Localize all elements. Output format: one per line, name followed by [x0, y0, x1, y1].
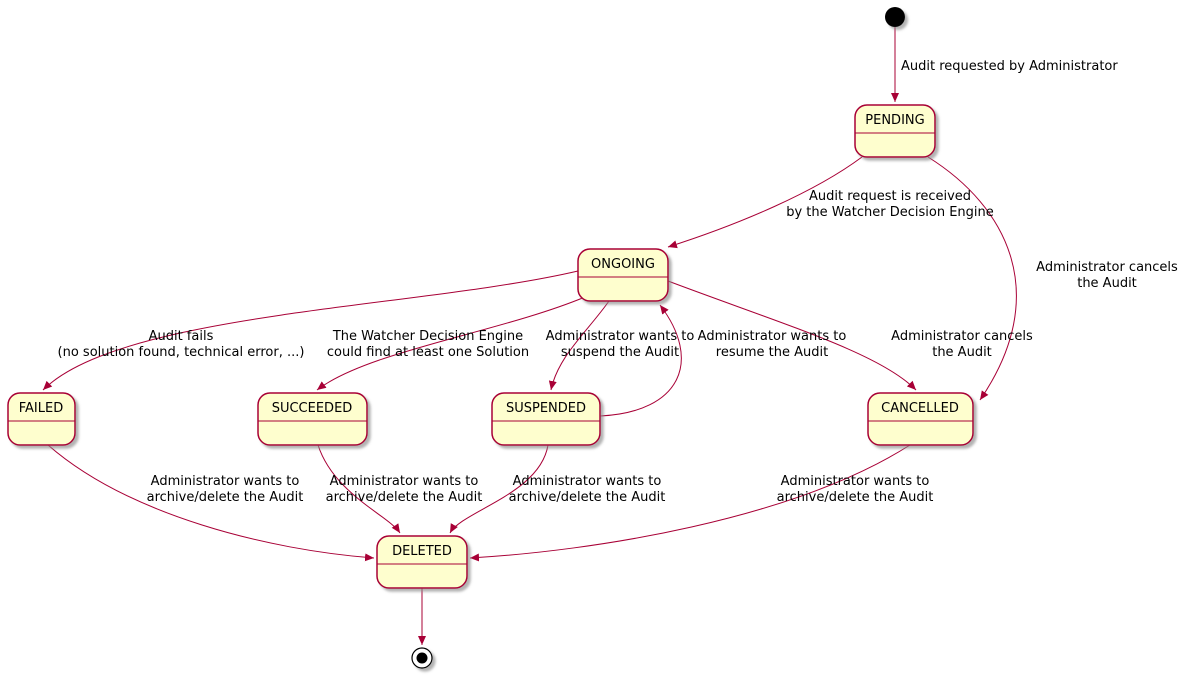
label-failed-to-deleted-line1: Administrator wants to: [151, 474, 300, 489]
initial-state-node: [885, 7, 905, 27]
state-suspended-box: [491, 392, 601, 446]
state-ongoing: ONGOING: [577, 248, 669, 302]
transition-pending-to-ongoing-arrow: [667, 156, 863, 249]
transition-suspended-to-deleted-arrow: [449, 444, 549, 534]
label-ongoing-to-failed-line1: Audit fails: [149, 329, 214, 344]
label-ongoing-to-cancelled-line1: Administrator cancels: [891, 329, 1033, 344]
state-pending: PENDING: [854, 104, 936, 158]
label-suspended-to-deleted-line2: archive/delete the Audit: [509, 490, 666, 505]
state-succeeded: SUCCEEDED: [257, 392, 368, 446]
transition-ongoing-to-cancelled-arrow: [667, 280, 917, 391]
transition-ongoing-to-succeeded-arrow: [316, 296, 586, 391]
state-succeeded-label: SUCCEEDED: [272, 401, 353, 416]
transitions-layer: [42, 27, 1017, 645]
transition-cancelled-to-deleted-arrow: [469, 444, 911, 562]
label-pending-to-cancelled-line2: the Audit: [1077, 276, 1137, 291]
state-failed-box: [7, 392, 76, 446]
state-cancelled-box: [867, 392, 974, 446]
state-failed-label: FAILED: [19, 401, 63, 416]
transition-failed-to-deleted-arrow: [47, 444, 375, 562]
state-deleted: DELETED: [376, 535, 468, 589]
transition-succeeded-to-deleted-arrow: [317, 444, 401, 534]
final-state-inner-circle: [416, 652, 428, 664]
label-ongoing-to-failed-line2: (no solution found, technical error, ...…: [58, 345, 305, 360]
state-failed: FAILED: [7, 392, 76, 446]
label-ongoing-to-suspended-line1: Administrator wants to: [546, 329, 695, 344]
label-succeeded-to-deleted-line2: archive/delete the Audit: [326, 490, 483, 505]
state-pending-box: [854, 104, 936, 158]
label-ongoing-to-succeeded-line2: could find at least one Solution: [327, 345, 529, 360]
transition-pending-to-cancelled-arrow: [927, 156, 1017, 401]
state-cancelled: CANCELLED: [867, 392, 974, 446]
label-succeeded-to-deleted-line1: Administrator wants to: [330, 474, 479, 489]
label-suspended-to-ongoing-line2: resume the Audit: [716, 345, 828, 360]
label-cancelled-to-deleted-line2: archive/delete the Audit: [777, 490, 934, 505]
label-ongoing-to-succeeded-line1: The Watcher Decision Engine: [332, 329, 523, 344]
label-pending-to-ongoing-line1: Audit request is received: [809, 189, 971, 204]
state-succeeded-box: [257, 392, 368, 446]
state-ongoing-box: [577, 248, 669, 302]
label-ongoing-to-suspended-line2: suspend the Audit: [561, 345, 679, 360]
state-deleted-label: DELETED: [392, 544, 452, 559]
state-ongoing-label: ONGOING: [591, 257, 655, 272]
label-pending-to-ongoing-line2: by the Watcher Decision Engine: [786, 205, 994, 220]
label-start-to-pending: Audit requested by Administrator: [901, 59, 1118, 74]
transition-labels-layer: Audit requested by Administrator Audit r…: [58, 59, 1179, 505]
transition-suspended-to-ongoing-arrow: [599, 304, 682, 417]
transition-ongoing-to-suspended-arrow: [548, 300, 610, 391]
state-suspended-label: SUSPENDED: [506, 401, 586, 416]
label-pending-to-cancelled-line1: Administrator cancels: [1036, 260, 1178, 275]
state-suspended: SUSPENDED: [491, 392, 601, 446]
label-ongoing-to-cancelled-line2: the Audit: [932, 345, 992, 360]
final-state-node: [411, 647, 433, 669]
state-pending-label: PENDING: [865, 113, 924, 128]
label-cancelled-to-deleted-line1: Administrator wants to: [781, 474, 930, 489]
label-suspended-to-ongoing-line1: Administrator wants to: [698, 329, 847, 344]
label-suspended-to-deleted-line1: Administrator wants to: [513, 474, 662, 489]
transition-ongoing-to-failed-arrow: [42, 270, 579, 391]
state-deleted-box: [376, 535, 468, 589]
state-cancelled-label: CANCELLED: [881, 401, 959, 416]
label-failed-to-deleted-line2: archive/delete the Audit: [147, 490, 304, 505]
